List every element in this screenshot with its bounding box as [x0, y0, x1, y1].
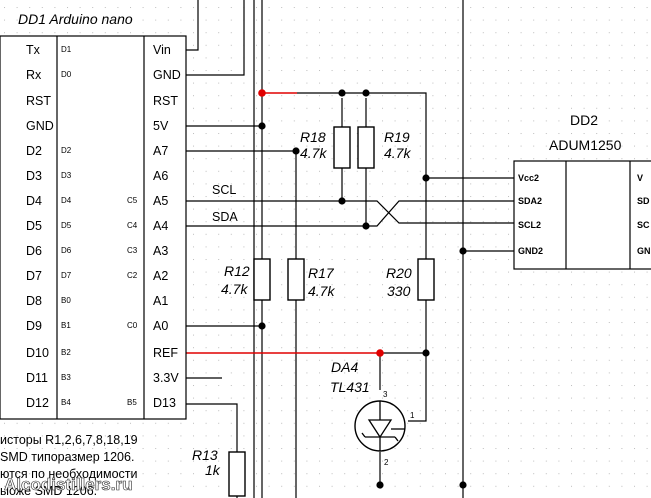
- dd1-pin-right: A1: [153, 294, 168, 308]
- dd2-pin-left: Vcc2: [518, 173, 539, 183]
- dd1-pin-left: D3: [26, 169, 42, 183]
- dd1-pin-right: Vin: [153, 43, 171, 57]
- dd1-pin-left-port: D0: [61, 70, 72, 79]
- dd1-pin-left-port: B3: [61, 373, 71, 382]
- da4-ref: DA4: [331, 359, 358, 375]
- dd2-pin-labels: Vcc2 V SDA2 SD SCL2 SC GND2 GN: [518, 173, 651, 256]
- dd1-pin-left-port: B0: [61, 296, 71, 305]
- dd1-pin-right: 3.3V: [153, 371, 179, 385]
- dd1-pin-right-port: C5: [127, 196, 138, 205]
- dd1-pin-left-port: D6: [61, 246, 72, 255]
- dd1-arduino-nano: DD1 Arduino nano: [0, 11, 187, 420]
- dd1-pin-right: A7: [153, 144, 168, 158]
- dd1-pin-right-port: B5: [127, 398, 137, 407]
- dd1-pin-right-port: C4: [127, 221, 138, 230]
- dd1-pin-right: REF: [153, 346, 178, 360]
- dd1-pin-right: A3: [153, 244, 168, 258]
- sda-label: SDA: [212, 210, 238, 224]
- dd1-pin-right: D13: [153, 396, 176, 410]
- watermark: Alcodistillers.ru: [4, 475, 132, 494]
- svg-text:R12: R12: [224, 263, 250, 279]
- dd1-pin-right-port: C0: [127, 321, 138, 330]
- dd1-pin-right-port: C2: [127, 271, 138, 280]
- dd1-pin-left: Rx: [26, 68, 42, 82]
- svg-text:4.7k: 4.7k: [384, 145, 411, 161]
- svg-text:R20: R20: [386, 265, 412, 281]
- dd1-pin-left-port: B4: [61, 398, 71, 407]
- svg-text:ются по необходимости: ются по необходимости: [0, 467, 138, 481]
- dd1-pin-left: D9: [26, 319, 42, 333]
- dd1-pin-right: A6: [153, 169, 168, 183]
- dd2-pin-left: SCL2: [518, 220, 541, 230]
- scl-label: SCL: [212, 183, 236, 197]
- dd1-pin-right-port: C3: [127, 246, 138, 255]
- dd2-pin-right: V: [637, 173, 643, 183]
- dd2-pin-left: GND2: [518, 246, 543, 256]
- svg-text:R19: R19: [384, 129, 410, 145]
- dd1-pin-left-port: B1: [61, 321, 71, 330]
- dd1-pin-left-port: D4: [61, 196, 72, 205]
- resistor-r17: R17 4.7k: [287, 258, 335, 301]
- dd1-pin-left-port: D3: [61, 171, 72, 180]
- dd2-model: ADUM1250: [549, 137, 622, 153]
- dd1-pin-left: D5: [26, 219, 42, 233]
- dd1-pin-right: GND: [153, 68, 181, 82]
- svg-text:330: 330: [387, 283, 411, 299]
- dd2-adum1250: DD2 ADUM1250: [513, 112, 651, 270]
- svg-text:R18: R18: [300, 129, 326, 145]
- dd2-designator: DD2: [570, 112, 598, 128]
- svg-text:R13: R13: [192, 447, 218, 463]
- svg-text:4.7k: 4.7k: [221, 281, 248, 297]
- dd2-pin-right: SD: [637, 196, 650, 206]
- da4-pin-right: 1: [410, 411, 415, 420]
- dd1-pin-left-port: D7: [61, 271, 72, 280]
- resistor-r18: R18 4.7k: [300, 126, 351, 169]
- dd1-pin-left: D6: [26, 244, 42, 258]
- svg-text:ыоже SMD 1206.: ыоже SMD 1206.: [0, 484, 97, 498]
- resistor-r13: R13 1k: [192, 447, 246, 497]
- dd1-pin-left: D11: [26, 371, 48, 385]
- dd1-pin-right: A2: [153, 269, 168, 283]
- dd1-pin-left-port: D1: [61, 45, 72, 54]
- svg-text:4.7k: 4.7k: [300, 145, 327, 161]
- da4-tl431: DA4 TL431 3 1 2: [330, 359, 415, 467]
- dd1-pin-left-port: D5: [61, 221, 72, 230]
- dd2-pin-right: SC: [637, 220, 650, 230]
- dd1-pin-right: 5V: [153, 119, 169, 133]
- dd1-pin-left: D10: [26, 346, 49, 360]
- svg-text:R17: R17: [308, 265, 335, 281]
- dd2-pin-left: SDA2: [518, 196, 542, 206]
- dd1-pin-right: A5: [153, 194, 168, 208]
- dd1-pin-left: D4: [26, 194, 42, 208]
- notes-block: исторы R1,2,6,7,8,18,19 SMD типоразмер 1…: [0, 433, 138, 498]
- dd1-pin-left-port: B2: [61, 348, 71, 357]
- dd1-pin-left: RST: [26, 94, 51, 108]
- resistor-r20: R20 330: [386, 258, 435, 301]
- dd1-title: DD1 Arduino nano: [18, 11, 133, 27]
- dd1-pin-left-port: D2: [61, 146, 72, 155]
- dd1-pin-right: RST: [153, 94, 178, 108]
- dd1-pin-left: D12: [26, 396, 49, 410]
- svg-text:1k: 1k: [205, 462, 221, 478]
- dd1-pin-left: Tx: [26, 43, 41, 57]
- dd1-pin-left: D2: [26, 144, 42, 158]
- resistor-r19: R19 4.7k: [357, 126, 411, 169]
- svg-text:4.7k: 4.7k: [308, 283, 335, 299]
- dd1-pin-right: A0: [153, 319, 168, 333]
- da4-pin-top: 3: [383, 390, 388, 399]
- junction-dots: [258, 89, 467, 489]
- dd1-pin-right: A4: [153, 219, 168, 233]
- svg-text:исторы R1,2,6,7,8,18,19: исторы R1,2,6,7,8,18,19: [0, 433, 138, 447]
- da4-pin-bottom: 2: [384, 458, 389, 467]
- dd2-pin-right: GN: [637, 246, 651, 256]
- dd1-pin-left: D8: [26, 294, 42, 308]
- resistor-r12: R12 4.7k: [221, 258, 271, 301]
- da4-model: TL431: [330, 379, 370, 395]
- svg-text:SMD типоразмер 1206.: SMD типоразмер 1206.: [0, 450, 134, 464]
- dd1-pin-left: GND: [26, 119, 54, 133]
- dd1-pin-left: D7: [26, 269, 42, 283]
